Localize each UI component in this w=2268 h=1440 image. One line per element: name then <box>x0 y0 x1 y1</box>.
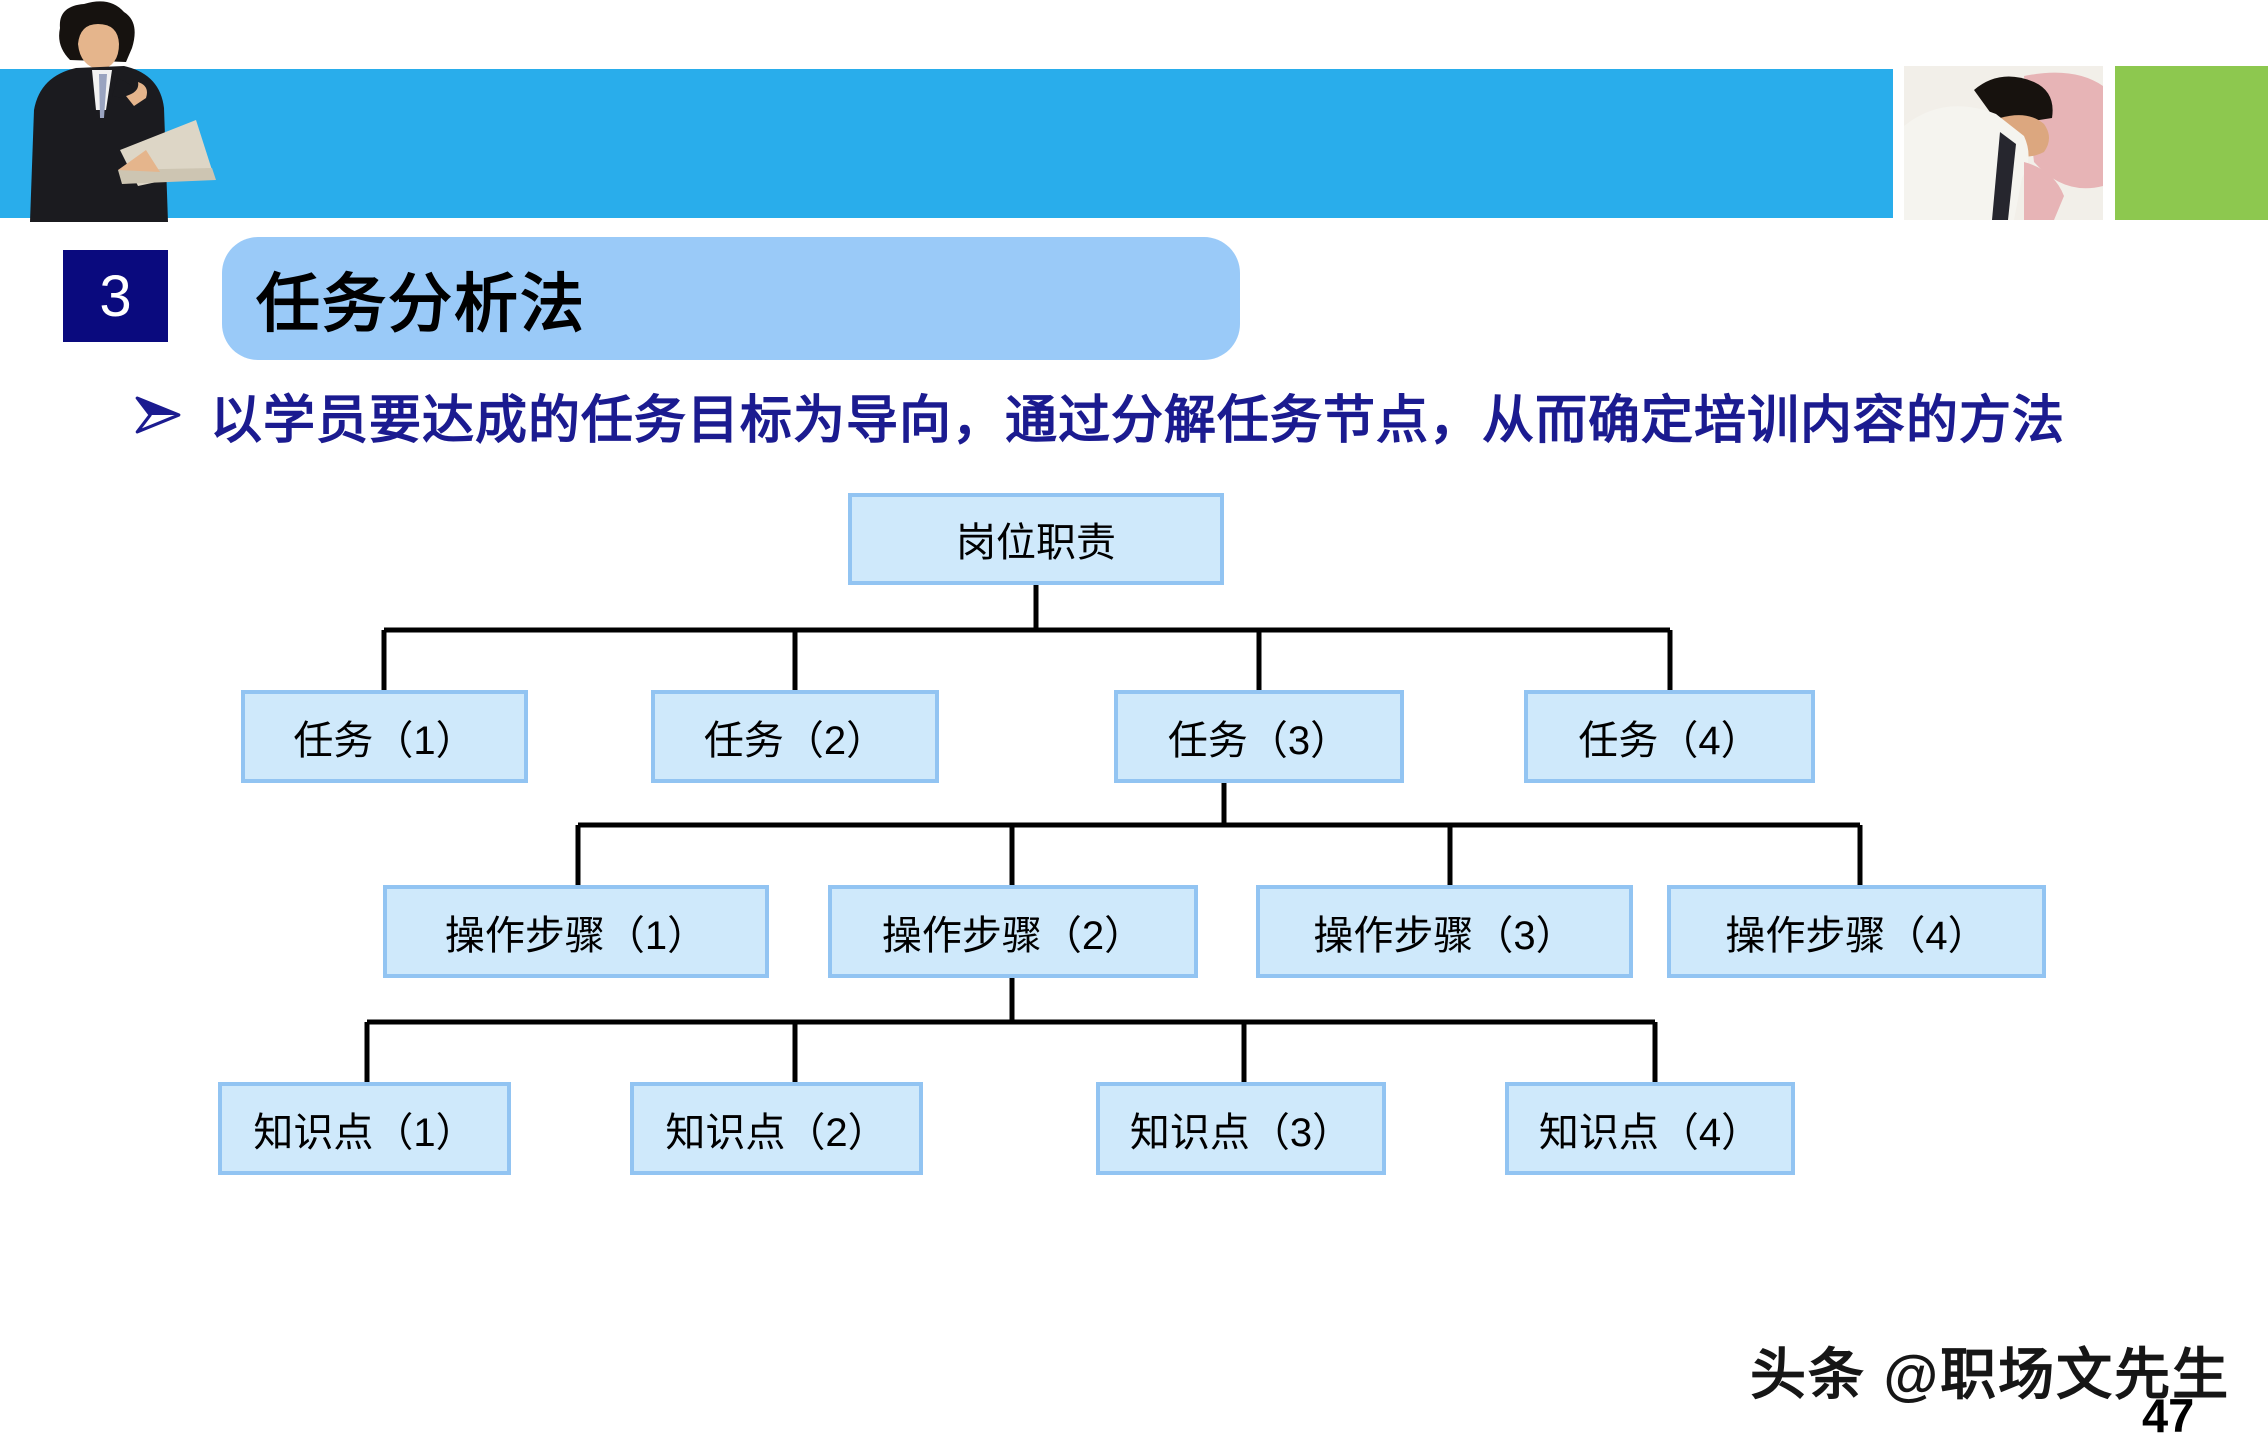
flow-node-step-3: 操作步骤（3） <box>1256 885 1633 978</box>
flow-node-knowledge-1: 知识点（1） <box>218 1082 511 1175</box>
watermark: 头条 @职场文先生 <box>1750 1343 2231 1406</box>
flow-node-step-1: 操作步骤（1） <box>383 885 769 978</box>
flow-node-knowledge-4-label: 知识点（4） <box>1538 1110 1762 1155</box>
header-banner <box>0 69 1893 218</box>
flow-node-knowledge-4: 知识点（4） <box>1505 1082 1795 1175</box>
flow-node-step-2: 操作步骤（2） <box>828 885 1198 978</box>
page-number: 47 <box>2142 1389 2195 1440</box>
flow-node-task-2-label: 任务（2） <box>703 718 887 763</box>
flow-node-task-4-label: 任务（4） <box>1578 718 1761 763</box>
flow-node-knowledge-3-label: 知识点（3） <box>1129 1110 1353 1155</box>
right-photo <box>1904 66 2103 220</box>
section-number-badge: 3 <box>63 250 168 342</box>
flow-node-task-3: 任务（3） <box>1114 690 1404 783</box>
page-title: 任务分析法 <box>256 267 586 340</box>
flow-node-task-3-label: 任务（3） <box>1167 718 1351 763</box>
section-number: 3 <box>99 263 132 329</box>
flow-node-root-label: 岗位职责 <box>956 521 1116 565</box>
flow-node-knowledge-3: 知识点（3） <box>1096 1082 1386 1175</box>
businessman-with-laptop-icon <box>30 1 216 222</box>
green-accent-block <box>2115 66 2268 220</box>
title-box: 任务分析法 <box>222 237 1240 360</box>
flow-node-task-1-label: 任务（1） <box>293 718 476 763</box>
flow-node-task-4: 任务（4） <box>1524 690 1815 783</box>
flow-node-knowledge-2-label: 知识点（2） <box>665 1110 888 1155</box>
flow-node-step-4-label: 操作步骤（4） <box>1725 913 1988 958</box>
flow-node-step-3-label: 操作步骤（3） <box>1313 913 1576 958</box>
flow-node-step-1-label: 操作步骤（1） <box>444 913 708 958</box>
bullet-text: 以学员要达成的任务目标为导向，通过分解任务节点，从而确定培训内容的方法 <box>210 391 2066 450</box>
flow-node-task-2: 任务（2） <box>651 690 939 783</box>
flow-node-root: 岗位职责 <box>848 493 1224 585</box>
flow-node-knowledge-1-label: 知识点（1） <box>253 1110 476 1155</box>
flow-node-step-2-label: 操作步骤（2） <box>881 913 1145 958</box>
arrowhead-right-icon <box>135 396 181 434</box>
businessman-reading-icon <box>1904 66 2103 220</box>
bullet-row: 以学员要达成的任务目标为导向，通过分解任务节点，从而确定培训内容的方法 <box>132 380 2212 450</box>
flow-node-step-4: 操作步骤（4） <box>1667 885 2046 978</box>
flow-node-knowledge-2: 知识点（2） <box>630 1082 923 1175</box>
left-photo <box>0 0 230 222</box>
flow-node-task-1: 任务（1） <box>241 690 528 783</box>
